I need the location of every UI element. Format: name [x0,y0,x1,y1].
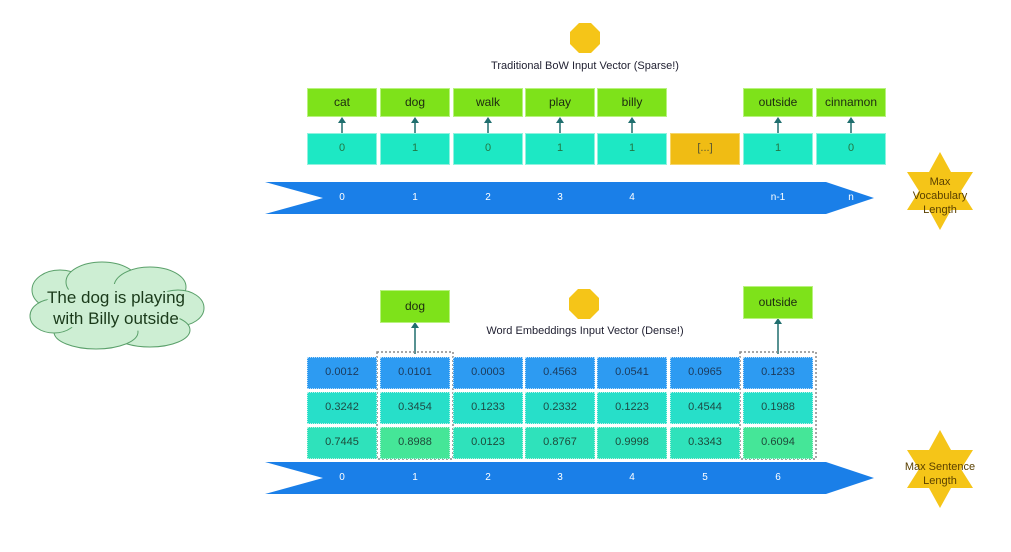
emb-cell: 0.0012 [307,357,377,389]
emb-cell: 0.0965 [670,357,740,389]
bow-value-cell: 1 [597,133,667,165]
emb-cell: 0.8767 [525,427,595,459]
bow-token-play: play [525,88,595,117]
emb-cell: 0.0541 [597,357,667,389]
emb-cell: 0.4563 [525,357,595,389]
emb-index: 0 [339,471,345,483]
bow-token-walk: walk [453,88,523,117]
bow-token-dog: dog [380,88,450,117]
bow-value-cell: 0 [307,133,377,165]
max-sentence-label: Max Sentence Length [904,461,976,487]
bow-index: 2 [485,191,491,203]
emb-index-arrow [265,462,874,494]
emb-index: 5 [702,471,708,483]
emb-token-dog: dog [380,290,450,323]
bow-octagon-icon [570,23,600,53]
emb-cell: 0.6094 [743,427,813,459]
emb-index: 6 [775,471,781,483]
max-vocab-star-icon [907,152,973,230]
bow-index: 4 [629,191,635,203]
bow-token-outside: outside [743,88,813,117]
emb-cell: 0.3454 [380,392,450,424]
bow-value-cell: 1 [743,133,813,165]
emb-connector-arrows [411,318,782,354]
emb-cell: 0.8988 [380,427,450,459]
bow-indexes-label: Indexes [266,191,305,204]
bow-value-cell: 0 [453,133,523,165]
emb-cell: 0.1233 [743,357,813,389]
emb-cell: 0.0101 [380,357,450,389]
emb-highlight-col-6 [739,351,817,460]
bow-connector-arrows [338,117,855,133]
emb-cell: 0.0123 [453,427,523,459]
emb-cell: 0.0003 [453,357,523,389]
emb-title: Word Embeddings Input Vector (Dense!) [486,325,684,338]
bow-ellipsis-cell: [...] [670,133,740,165]
sentence-text: The dog is playing with Billy outside [47,287,185,328]
bow-token-cinnamon: cinnamon [816,88,886,117]
emb-index: 3 [557,471,563,483]
emb-token-outside: outside [743,286,813,319]
emb-cell: 0.2332 [525,392,595,424]
bow-value-cell: 1 [380,133,450,165]
bow-title: Traditional BoW Input Vector (Sparse!) [491,60,679,73]
bow-value-cell: 0 [816,133,886,165]
emb-indexes-label: Indexes [266,471,305,484]
bow-index: n [848,191,854,203]
bow-value-cell: 1 [525,133,595,165]
emb-cell: 0.1223 [597,392,667,424]
emb-octagon-icon [569,289,599,319]
bow-index: 0 [339,191,345,203]
emb-cell: 0.7445 [307,427,377,459]
emb-cell: 0.1988 [743,392,813,424]
emb-cell: 0.1233 [453,392,523,424]
emb-cell: 0.4544 [670,392,740,424]
bow-token-cat: cat [307,88,377,117]
emb-index: 2 [485,471,491,483]
bow-index: 1 [412,191,418,203]
emb-cell: 0.3343 [670,427,740,459]
emb-index: 4 [629,471,635,483]
bow-token-billy: billy [597,88,667,117]
emb-cell: 0.3242 [307,392,377,424]
max-sentence-star-icon [907,430,973,508]
bow-index: 3 [557,191,563,203]
emb-cell: 0.9998 [597,427,667,459]
bow-index-arrow [265,182,874,214]
bow-index: n-1 [770,191,786,203]
emb-index: 1 [412,471,418,483]
max-vocab-label: Max Vocabulary Length [912,176,968,216]
